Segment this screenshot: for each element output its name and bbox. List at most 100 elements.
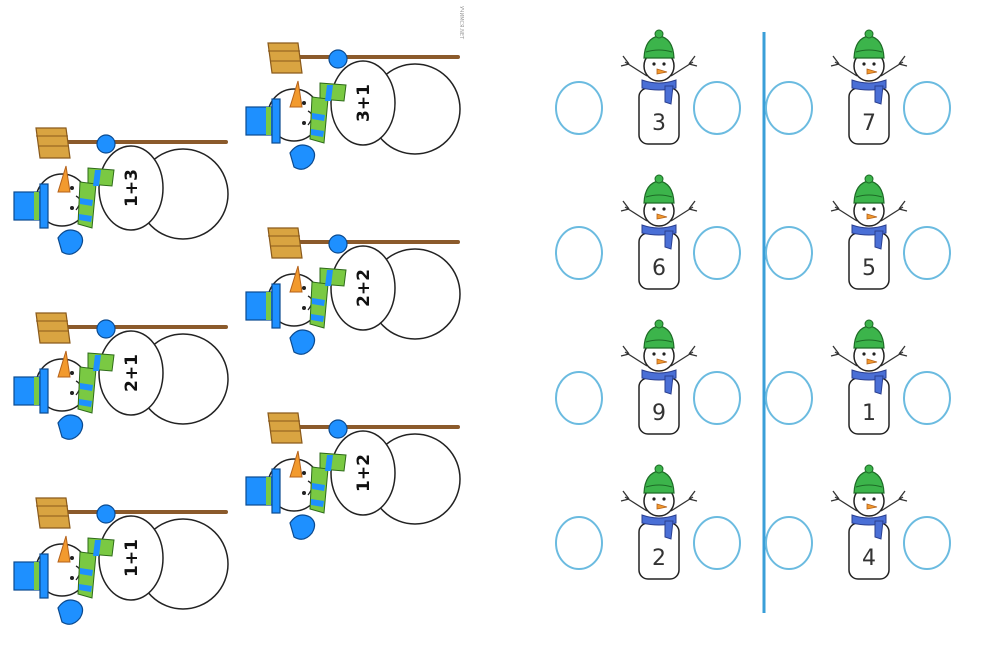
equation-snowman: 2+1 [13, 312, 229, 440]
answer-circle-left [555, 226, 603, 280]
stick-arm-left [830, 345, 858, 367]
snowman-number: 1 [862, 401, 876, 426]
stick-arm-left [620, 55, 648, 77]
stick-arm-right [670, 55, 698, 77]
hat-brim [271, 98, 281, 144]
carrot-nose [866, 213, 878, 220]
equation-label: 1+3 [122, 169, 142, 207]
left-panel: 1+3 2+1 1+1 3+1 2+2 1+2 [13, 42, 461, 625]
answer-circle-right [693, 516, 741, 570]
stick-arm-left [830, 490, 858, 512]
beanie-hat [643, 325, 675, 349]
snowman-number: 3 [652, 111, 666, 136]
snowman-middle [330, 245, 396, 331]
carrot-nose [866, 358, 878, 365]
equation-snowman: 2+2 [245, 227, 461, 355]
equation-label: 2+2 [354, 269, 374, 307]
answer-circle-left [555, 81, 603, 135]
stick-arm-right [670, 200, 698, 222]
answer-circle-left [555, 516, 603, 570]
carrot-nose [57, 165, 71, 193]
answer-circle-left [765, 81, 813, 135]
mitten-top [96, 134, 116, 154]
number-snowman: 6 [555, 174, 741, 290]
number-snowman: 1 [765, 319, 951, 435]
snowman-middle [98, 145, 164, 231]
stick-arm-right [880, 490, 908, 512]
beanie-hat [853, 35, 885, 59]
snowman-middle [98, 330, 164, 416]
stick-arm-left [620, 200, 648, 222]
carrot-nose [866, 503, 878, 510]
mitten-bottom [289, 329, 316, 355]
stick-arm-left [830, 55, 858, 77]
equation-label: 2+1 [122, 354, 142, 392]
stick-arm-right [880, 200, 908, 222]
mitten-bottom [57, 414, 84, 440]
snowman-number: 4 [862, 546, 876, 571]
mitten-top [96, 504, 116, 524]
right-panel: 3 6 9 2 7 5 1 4 [555, 29, 951, 613]
carrot-nose [289, 80, 303, 108]
broom-head [35, 127, 71, 159]
stick-arm-left [620, 345, 648, 367]
beanie-hat [643, 470, 675, 494]
snowman-number: 6 [652, 256, 666, 281]
mitten-bottom [289, 144, 316, 170]
stick-arm-left [620, 490, 648, 512]
carrot-nose [289, 265, 303, 293]
mitten-bottom [57, 229, 84, 255]
snowman-number: 2 [652, 546, 666, 571]
mitten-top [328, 419, 348, 439]
equation-label: 3+1 [354, 84, 374, 122]
answer-circle-right [693, 371, 741, 425]
broom-head [267, 412, 303, 444]
carrot-nose [656, 213, 668, 220]
number-snowman: 9 [555, 319, 741, 435]
mitten-bottom [57, 599, 84, 625]
carrot-nose [866, 68, 878, 75]
stick-arm-left [830, 200, 858, 222]
broom-head [267, 227, 303, 259]
answer-circle-left [765, 516, 813, 570]
carrot-nose [656, 68, 668, 75]
broom-head [35, 312, 71, 344]
hat-brim [39, 183, 49, 229]
hat-brim [39, 553, 49, 599]
beanie-hat [853, 180, 885, 204]
mitten-top [96, 319, 116, 339]
answer-circle-right [903, 371, 951, 425]
number-snowman: 2 [555, 464, 741, 580]
stick-arm-right [670, 345, 698, 367]
snowman-middle [330, 430, 396, 516]
snowman-middle [98, 515, 164, 601]
carrot-nose [289, 450, 303, 478]
number-snowman: 4 [765, 464, 951, 580]
answer-circle-right [693, 81, 741, 135]
mitten-top [328, 49, 348, 69]
beanie-hat [853, 470, 885, 494]
mitten-bottom [289, 514, 316, 540]
hat-brim [39, 368, 49, 414]
equation-label: 1+2 [354, 454, 374, 492]
snowman-middle [330, 60, 396, 146]
equation-label: 1+1 [122, 539, 142, 577]
beanie-hat [643, 180, 675, 204]
answer-circle-right [903, 226, 951, 280]
snowman-number: 7 [862, 111, 876, 136]
equation-snowman: 1+3 [13, 127, 229, 255]
broom-head [267, 42, 303, 74]
stick-arm-right [670, 490, 698, 512]
carrot-nose [57, 350, 71, 378]
beanie-hat [853, 325, 885, 349]
number-snowman: 5 [765, 174, 951, 290]
answer-circle-right [903, 81, 951, 135]
number-snowman: 7 [765, 29, 951, 145]
answer-circle-right [693, 226, 741, 280]
snowman-number: 5 [862, 256, 876, 281]
snowman-number: 9 [652, 401, 666, 426]
watermark-text: УЧИМСЯ.NET [458, 6, 464, 40]
answer-circle-left [765, 226, 813, 280]
beanie-hat [643, 35, 675, 59]
